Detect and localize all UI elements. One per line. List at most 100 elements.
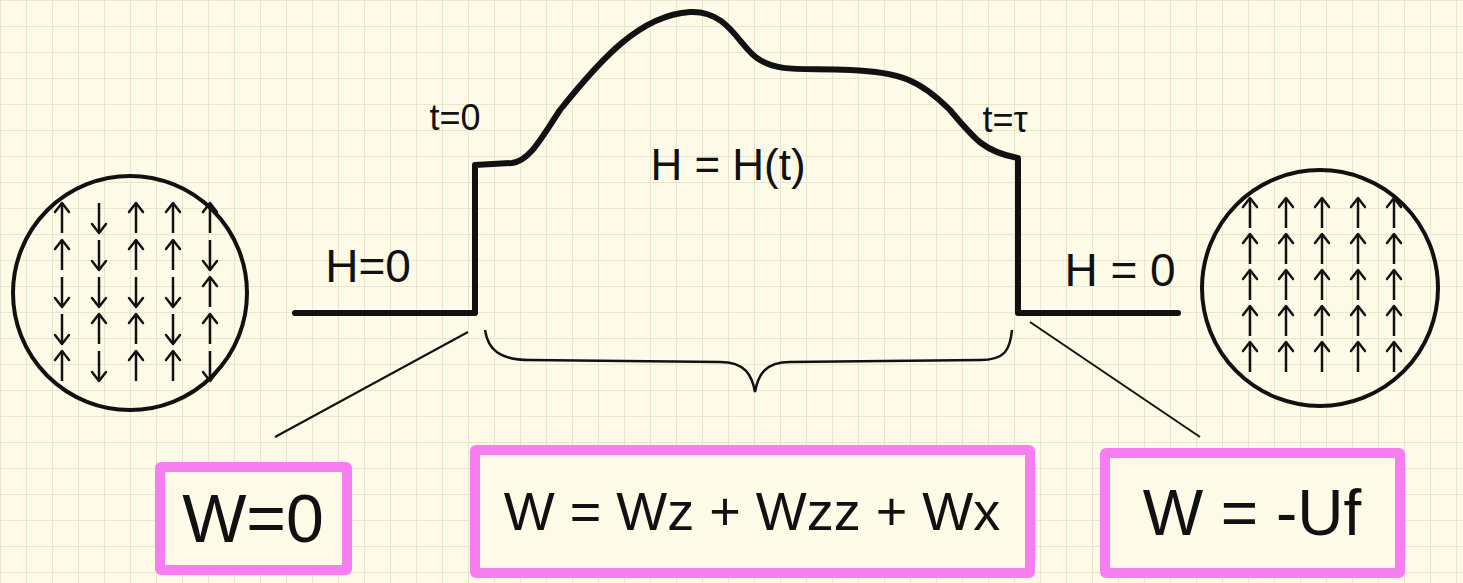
spin-arrow [61,351,64,381]
spin-arrow [61,314,64,344]
spin-arrow-head [1387,342,1401,351]
spin-arrow-head [1243,198,1257,207]
spin-arrow-head [203,203,217,212]
spin-arrow [1393,306,1396,336]
spin-arrow-head [55,240,69,249]
spin-arrow [172,277,175,307]
spin-arrow-head [203,277,217,286]
spin-arrow-head [1351,306,1365,315]
spin-arrow-head [1243,234,1257,243]
spin-arrow-head [1279,270,1293,279]
spin-arrow [172,351,175,381]
spin-arrow-head [1387,270,1401,279]
spin-arrow [1285,270,1288,300]
spin-arrow [135,203,138,233]
annotation-label: t=0 [429,97,480,139]
spin-arrow-head [1243,342,1257,351]
spin-arrow [1321,342,1324,372]
spin-arrow-head [1351,270,1365,279]
pink-box: W = -Uf [1100,448,1405,578]
annotation-label: H=0 [325,239,411,293]
spin-arrow [1357,342,1360,372]
spin-arrow-head [1243,306,1257,315]
spin-arrow-head [92,224,106,233]
spin-arrow-head [1351,342,1365,351]
spin-arrow-head [55,351,69,360]
spin-arrow-head [129,240,143,249]
spin-arrow-head [55,335,69,344]
spin-arrow-head [1279,234,1293,243]
spin-arrows [55,198,1401,381]
spin-arrow-head [203,261,217,270]
spin-arrow-head [1279,306,1293,315]
spin-arrow [172,314,175,344]
spin-arrow [1393,270,1396,300]
spin-arrow-head [1351,198,1365,207]
spin-arrow-head [1315,342,1329,351]
leader-line [1030,322,1200,437]
spin-arrow-head [1315,234,1329,243]
spin-arrow-head [203,314,217,323]
spin-arrow-head [1243,270,1257,279]
spin-arrow-head [129,298,143,307]
spin-arrow [209,203,212,233]
spin-arrow [209,277,212,307]
spin-arrow-head [1315,270,1329,279]
pink-box: W = Wz + Wzz + Wx [470,445,1035,578]
spin-arrow-head [129,314,143,323]
spin-arrow-head [166,335,180,344]
work-formula: W=0 [182,479,324,557]
spin-arrow-head [166,203,180,212]
annotation-label: t=τ [982,99,1027,141]
spin-arrow-head [92,372,106,381]
spin-arrow-head [1315,198,1329,207]
spin-arrow [1285,342,1288,372]
spin-arrow-head [166,298,180,307]
hamiltonian-curve [295,12,1178,313]
work-formula: W = -Uf [1143,476,1362,550]
spin-arrow-head [1279,198,1293,207]
spin-circle [13,176,247,410]
spin-arrow [1321,270,1324,300]
pink-box: W=0 [155,462,352,575]
spin-arrow [1249,270,1252,300]
spin-arrow-head [92,261,106,270]
spin-arrow [98,351,101,381]
spin-arrow-head [203,372,217,381]
spin-arrow [135,277,138,307]
spin-arrow [1285,198,1288,228]
spin-arrow [1285,306,1288,336]
spin-arrow [1249,342,1252,372]
annotation-label: H = H(t) [650,140,805,190]
spin-arrow [1321,306,1324,336]
spin-arrow [135,314,138,344]
spin-arrow [1285,234,1288,264]
leader-line [275,332,468,437]
spin-arrow-head [1279,342,1293,351]
spin-arrow [1357,270,1360,300]
spin-arrow [1321,198,1324,228]
spin-arrow-head [129,351,143,360]
spin-arrow-head [55,298,69,307]
spin-arrow-head [166,240,180,249]
spin-arrow [209,351,212,381]
spin-arrow-head [55,203,69,212]
spin-arrow [1249,306,1252,336]
spin-arrow [1357,198,1360,228]
spin-arrow [61,277,64,307]
brace [485,330,1012,392]
spin-arrow [98,277,101,307]
spin-arrow-head [129,203,143,212]
spin-arrow-head [1387,234,1401,243]
spin-arrow [1393,234,1396,264]
annotation-label: H = 0 [1064,243,1175,297]
spin-arrow [1393,342,1396,372]
spin-arrow-head [92,298,106,307]
spin-arrow [1321,234,1324,264]
spin-arrow [1249,234,1252,264]
spin-arrow [1357,306,1360,336]
spin-arrow [98,203,101,233]
spin-arrow [1357,234,1360,264]
spin-arrow [61,203,64,233]
work-formula: W = Wz + Wzz + Wx [504,480,1001,542]
